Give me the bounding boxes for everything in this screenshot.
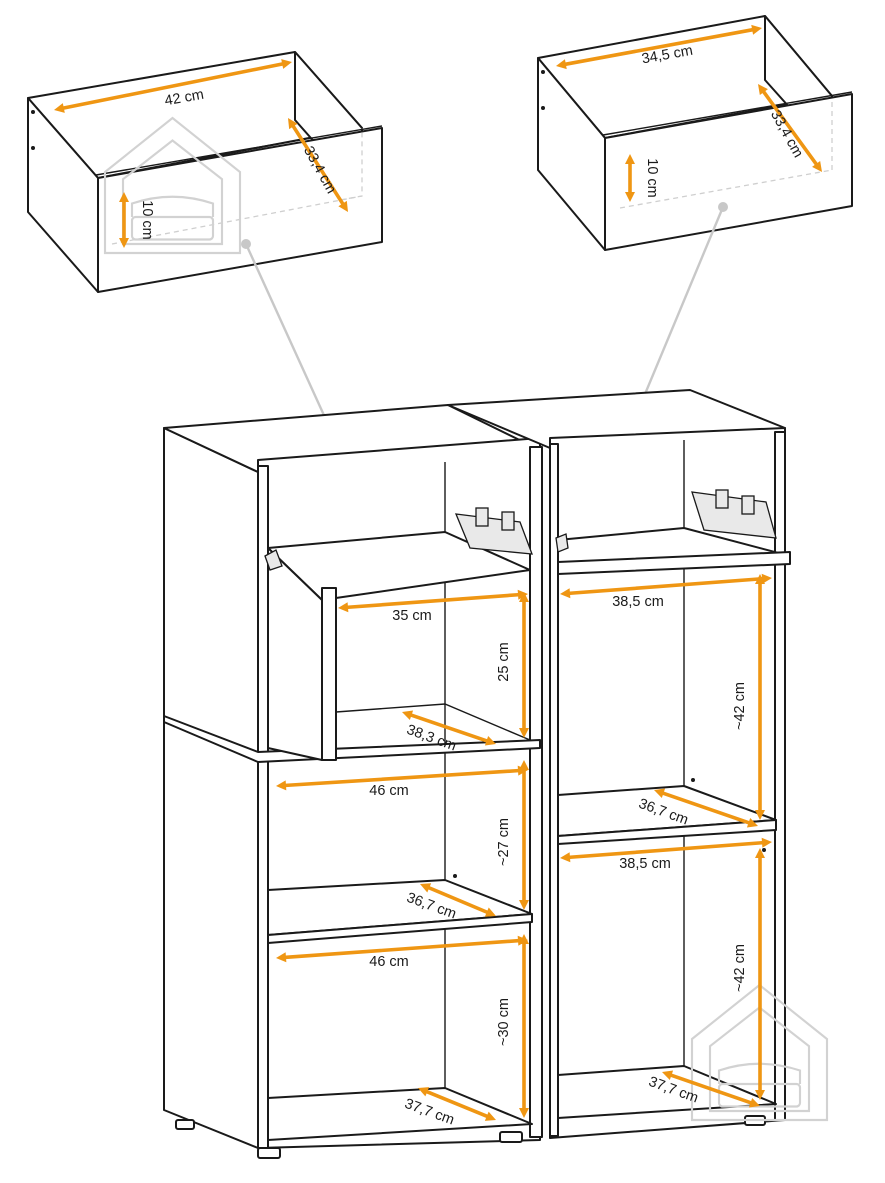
- comp-l2-width-label: 46 cm: [369, 783, 409, 799]
- comp-l1-width-label: 35 cm: [392, 608, 432, 624]
- comp-l3-width-label: 46 cm: [369, 954, 409, 970]
- comp-r1-width: 38,5 cm: [560, 573, 772, 610]
- drawer-right-height: 10 cm: [625, 154, 660, 202]
- comp-r1-height-label: ~42 cm: [732, 682, 748, 730]
- comp-r2-height-label: ~42 cm: [732, 944, 748, 992]
- drawer-slide-icon: [264, 489, 777, 571]
- drawer-left: [27, 51, 383, 293]
- drawer-right-height-label: 10 cm: [644, 158, 660, 198]
- drawer-left-width: 42 cm: [54, 59, 292, 113]
- comp-r1-height: ~42 cm: [732, 574, 765, 820]
- drawer-right: [537, 15, 853, 251]
- drawer-left-height: 10 cm: [119, 192, 155, 248]
- comp-l3-height-label: ~30 cm: [496, 998, 512, 1046]
- comp-r2-height: ~42 cm: [732, 848, 765, 1100]
- drawer-left-width-label: 42 cm: [163, 87, 205, 110]
- cabinet: [163, 389, 829, 1159]
- comp-l1-height-label: 25 cm: [496, 642, 512, 682]
- comp-l2-width: 46 cm: [276, 765, 528, 799]
- comp-l2-height-label: ~27 cm: [496, 818, 512, 866]
- comp-l1-height: 25 cm: [496, 592, 529, 738]
- comp-r1-width-label: 38,5 cm: [612, 594, 664, 610]
- comp-r2-width-label: 38,5 cm: [619, 856, 671, 872]
- comp-l2-height: ~27 cm: [496, 760, 529, 910]
- comp-l3-width: 46 cm: [276, 935, 528, 970]
- comp-r2-width: 38,5 cm: [560, 837, 772, 872]
- drawer-left-height-label: 10 cm: [139, 200, 155, 240]
- comp-l3-height: ~30 cm: [496, 934, 529, 1118]
